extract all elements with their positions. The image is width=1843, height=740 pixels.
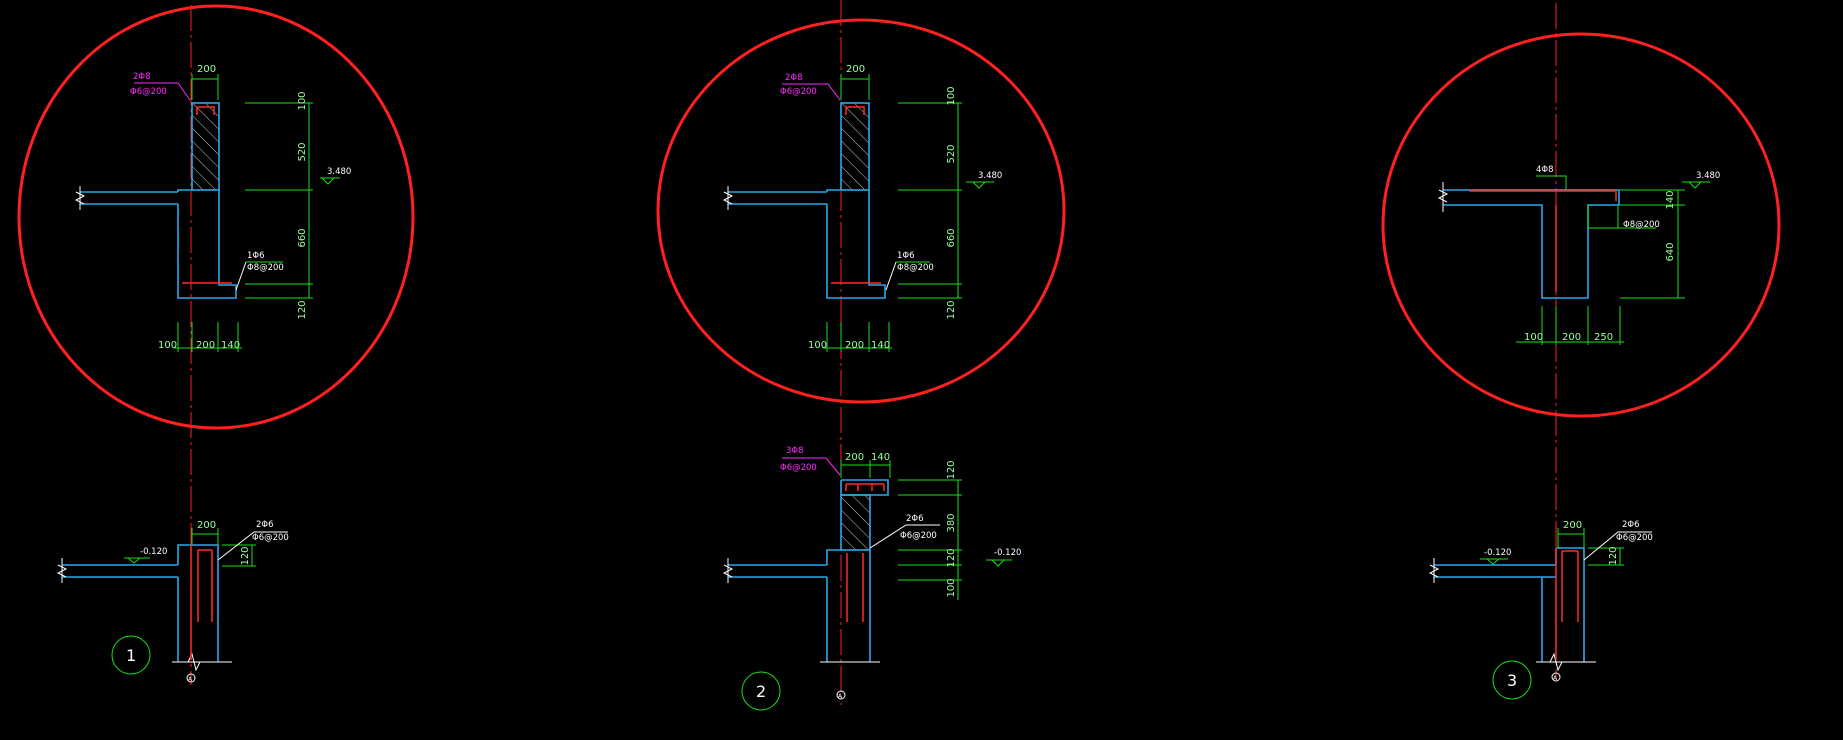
detail-2: 2Φ8 Φ6@200 200 100 520 660 120 3.480 1Φ6… [656, 0, 1066, 711]
elevation-label: -0.120 [1484, 548, 1511, 558]
dim-v3: 660 [946, 228, 957, 247]
highlight-circle [17, 4, 415, 430]
dim-v2: 380 [946, 513, 957, 532]
axis-label: A [188, 676, 193, 683]
detail-1: 2Φ8 Φ6@200 200 100 520 660 120 3.480 1Φ6… [17, 4, 415, 685]
stirrup-label-top: Φ6@200 [780, 87, 817, 97]
foundation-section-lower: 200 2Φ6 Φ6@200 120 -0.120 A 1 [56, 520, 289, 683]
foundation-section-lower: 200 2Φ6 Φ6@200 120 -0.120 A 3 [1428, 520, 1653, 700]
stirrup-label-bottom: Φ8@200 [897, 263, 934, 273]
dim-width: 200 [1563, 520, 1582, 531]
dim-v1: 140 [1665, 190, 1676, 209]
dim-b2: 200 [845, 340, 864, 351]
detail-number-circle [1492, 660, 1532, 700]
stirrup-label: Φ6@200 [252, 533, 289, 543]
dim-b3: 140 [221, 340, 240, 351]
dim-b1: 100 [158, 340, 177, 351]
stirrup-label-top: Φ6@200 [780, 463, 817, 473]
dim-b3: 140 [871, 340, 890, 351]
dim-b1: 100 [1524, 332, 1543, 343]
stirrup-label-top: Φ6@200 [130, 87, 167, 97]
rebar-label: 2Φ6 [906, 514, 924, 524]
detail-number-circle [111, 635, 151, 675]
detail-number: 2 [756, 682, 766, 701]
dim-v1: 100 [297, 91, 308, 110]
detail-3: 4Φ8 3.480 140 640 Φ8@200 100 200 250 200… [1381, 3, 1781, 700]
dim-v4: 100 [946, 578, 957, 597]
dim-b3: 250 [1594, 332, 1613, 343]
rebar-label: 2Φ6 [256, 520, 274, 530]
rebar-label-top: 2Φ8 [133, 72, 151, 82]
dim-v4: 120 [297, 300, 308, 319]
foundation-section-lower: 3Φ8 Φ6@200 200 140 120 380 120 100 2Φ6 Φ… [722, 446, 1021, 711]
highlight-circle [656, 18, 1066, 404]
rebar-label: 2Φ6 [1622, 520, 1640, 530]
dim-v3: 120 [946, 548, 957, 567]
dim-b2: 200 [196, 340, 215, 351]
dim-w2: 140 [871, 452, 890, 463]
rebar-label-bottom: 1Φ6 [897, 251, 915, 261]
detail-number: 1 [126, 646, 136, 665]
dim-width: 200 [197, 520, 216, 531]
stirrup-label: Φ6@200 [1616, 533, 1653, 543]
dim-b2: 200 [1562, 332, 1581, 343]
dim-v2: 640 [1665, 242, 1676, 261]
rebar-label-top: 3Φ8 [786, 446, 804, 456]
elevation-label: 3.480 [978, 171, 1002, 181]
stirrup-label-bottom: Φ8@200 [247, 263, 284, 273]
elevation-label: -0.120 [994, 548, 1021, 558]
dim-v: 120 [1608, 546, 1619, 565]
dim-v1: 100 [946, 86, 957, 105]
elevation-label: 3.480 [327, 167, 351, 177]
axis-label: A [838, 693, 843, 700]
dim-v1: 120 [946, 460, 957, 479]
rebar-label-bottom: 1Φ6 [247, 251, 265, 261]
dim-b1: 100 [808, 340, 827, 351]
dim-v: 120 [240, 546, 251, 565]
stirrup-label: Φ6@200 [900, 531, 937, 541]
elevation-label: 3.480 [1696, 171, 1720, 181]
stirrup-label-bottom: Φ8@200 [1623, 220, 1660, 230]
dim-width: 200 [197, 64, 216, 75]
axis-label: A [1553, 675, 1558, 682]
dim-v4: 120 [946, 300, 957, 319]
dim-width: 200 [846, 64, 865, 75]
slab-edge-section-upper: 4Φ8 3.480 140 640 Φ8@200 100 200 250 [1437, 165, 1720, 345]
parapet-section-upper: 2Φ8 Φ6@200 200 100 520 660 120 3.480 1Φ6… [722, 64, 1002, 352]
rebar-label-top: 2Φ8 [785, 73, 803, 83]
elevation-label: -0.120 [140, 547, 167, 557]
parapet-section-upper: 2Φ8 Φ6@200 200 100 520 660 120 3.480 1Φ6… [74, 64, 351, 352]
dim-v2: 520 [297, 142, 308, 161]
rebar-label-top: 4Φ8 [1536, 165, 1554, 175]
detail-number-circle [741, 671, 781, 711]
highlight-circle [1381, 32, 1781, 418]
dim-v3: 660 [297, 228, 308, 247]
dim-v2: 520 [946, 144, 957, 163]
dim-w1: 200 [845, 452, 864, 463]
detail-number: 3 [1507, 671, 1517, 690]
